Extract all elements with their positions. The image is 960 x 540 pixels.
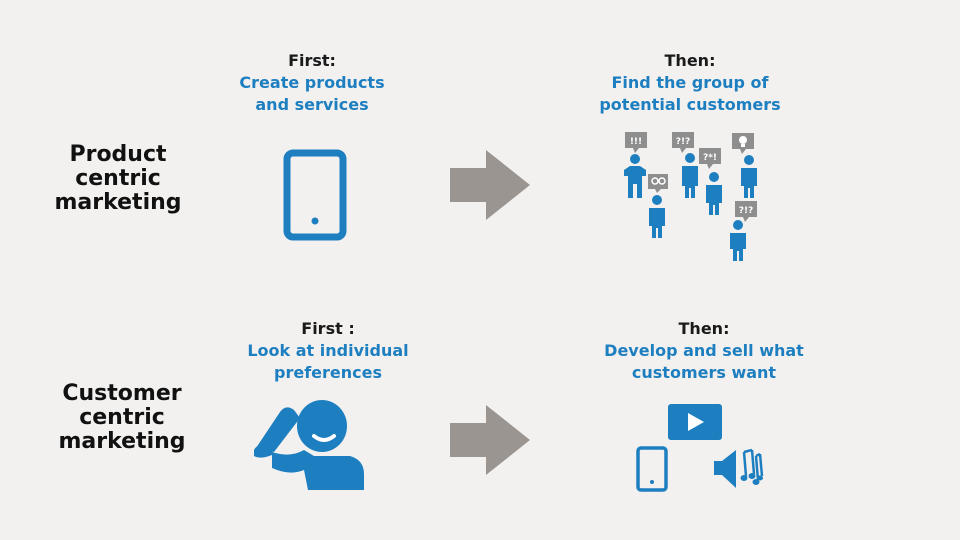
row-label-customer-centric: Customer centric marketing bbox=[22, 382, 222, 454]
step-text-line: Look at individual bbox=[247, 341, 409, 360]
row-label-line: centric bbox=[79, 405, 165, 430]
step-first-create-products: First: Create products and services bbox=[152, 50, 472, 116]
row-label-line: centric bbox=[75, 166, 161, 191]
row-label-product-centric: Product centric marketing bbox=[18, 143, 218, 215]
bubble-question-text: ?!? bbox=[676, 137, 691, 147]
step-text-line: and services bbox=[255, 95, 369, 114]
step-text-line: customers want bbox=[631, 363, 777, 382]
step-heading: Then: bbox=[664, 51, 716, 70]
step-text-line: potential customers bbox=[599, 95, 781, 114]
row-label-line: marketing bbox=[58, 429, 186, 454]
step-text-line: Create products bbox=[239, 73, 385, 92]
row-label-line: marketing bbox=[54, 190, 182, 215]
video-play-icon bbox=[668, 404, 722, 440]
step-first-individual-preferences: First : Look at individual preferences bbox=[168, 318, 488, 384]
row-label-line: Customer bbox=[62, 381, 182, 406]
step-heading: Then: bbox=[678, 319, 730, 338]
row-label-line: Product bbox=[69, 142, 167, 167]
person-thinking-icon bbox=[254, 400, 364, 490]
step-text-line: preferences bbox=[274, 363, 382, 382]
bubble-question-text: ?!? bbox=[739, 206, 754, 216]
tablet-icon bbox=[283, 149, 347, 241]
customer-group-icon: !!! ?!? ?*! ?!? bbox=[624, 132, 757, 261]
step-text-line: Develop and sell what bbox=[604, 341, 804, 360]
step-heading: First: bbox=[288, 51, 336, 70]
step-then-develop-sell: Then: Develop and sell what customers wa… bbox=[544, 318, 864, 384]
arrow-right-icon bbox=[450, 405, 530, 475]
step-then-find-customers: Then: Find the group of potential custom… bbox=[530, 50, 850, 116]
bubble-question-text: ?*! bbox=[703, 153, 717, 163]
speaker-music-icon bbox=[714, 448, 764, 488]
arrow-right-icon bbox=[450, 150, 530, 220]
bubble-exclaim-text: !!! bbox=[630, 137, 642, 147]
step-text-line: Find the group of bbox=[611, 73, 769, 92]
tablet-icon bbox=[636, 446, 668, 492]
step-heading: First : bbox=[301, 319, 355, 338]
